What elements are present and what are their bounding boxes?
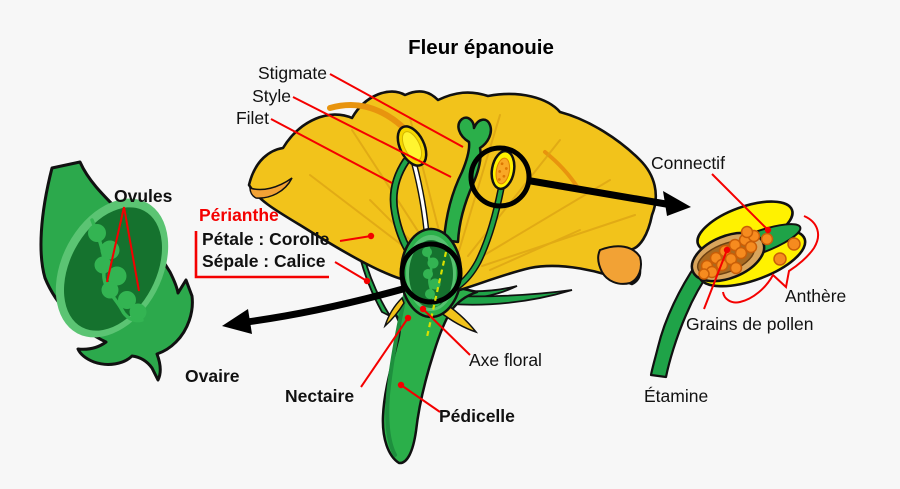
anthere-bracket bbox=[722, 215, 820, 304]
leader-grains bbox=[703, 249, 728, 310]
ovule-blobs bbox=[88, 224, 147, 321]
label-perianthe: Périanthe bbox=[199, 205, 279, 225]
label-ovaire: Ovaire bbox=[185, 366, 240, 386]
stamen-right-anther bbox=[490, 149, 516, 191]
leader-style bbox=[292, 96, 452, 178]
floral-axis-dashed-line bbox=[425, 251, 448, 338]
sepal-right-lower bbox=[446, 289, 573, 306]
label-anthere: Anthère bbox=[785, 286, 847, 306]
stamen-left-anther bbox=[396, 125, 428, 167]
label-stigmate: Stigmate bbox=[257, 63, 327, 83]
label-ovules: Ovules bbox=[114, 186, 173, 206]
label-sepale-calice: Sépale : Calice bbox=[202, 251, 326, 271]
petal-tip-underside-right bbox=[597, 245, 642, 285]
stamen-right-filament bbox=[456, 187, 503, 288]
petal-base-left bbox=[383, 296, 405, 329]
highlight-circle-ovary bbox=[399, 241, 463, 305]
leader-stigmate bbox=[329, 73, 464, 148]
flower-illustration bbox=[247, 90, 657, 465]
label-connectif: Connectif bbox=[651, 153, 725, 173]
ovary-detail-illustration bbox=[39, 160, 194, 382]
label-axe-floral: Axe floral bbox=[469, 350, 542, 370]
label-pedicelle: Pédicelle bbox=[439, 406, 515, 426]
leader-lines bbox=[106, 73, 820, 413]
pollen-grains-escaping bbox=[760, 232, 801, 266]
pedicel-shading bbox=[385, 293, 407, 457]
leader-nectaire bbox=[360, 317, 409, 388]
leader-filet bbox=[270, 118, 393, 184]
stamen-filament bbox=[649, 261, 713, 379]
leader-corolle bbox=[339, 235, 372, 242]
label-petale-corolle: Pétale : Corolle bbox=[202, 229, 330, 249]
leader-ovules-1 bbox=[106, 206, 125, 283]
leader-ovules-2 bbox=[123, 206, 140, 292]
diagram-title: Fleur épanouie bbox=[408, 36, 554, 59]
highlight-circle-anther bbox=[468, 145, 532, 209]
stamen-detail-illustration bbox=[649, 200, 807, 379]
label-filet: Filet bbox=[235, 108, 269, 128]
leader-calice bbox=[334, 261, 368, 282]
label-nectaire: Nectaire bbox=[285, 386, 355, 406]
leader-axe-floral bbox=[422, 308, 471, 356]
pollen-grains bbox=[698, 225, 761, 280]
leader-pedicelle bbox=[400, 384, 441, 413]
leader-connectif bbox=[711, 173, 769, 231]
label-style: Style bbox=[252, 86, 291, 106]
arrow-to-ovary-detail bbox=[222, 285, 407, 334]
label-etamine: Étamine bbox=[644, 386, 709, 406]
perianthe-bracket bbox=[194, 231, 329, 279]
leader-dots bbox=[363, 226, 772, 389]
arrow-to-stamen-detail bbox=[527, 177, 691, 216]
label-grains-de-pollen: Grains de pollen bbox=[686, 314, 814, 334]
petal-tip-underside-left bbox=[249, 177, 293, 199]
pistil-style-stigma bbox=[442, 116, 493, 244]
